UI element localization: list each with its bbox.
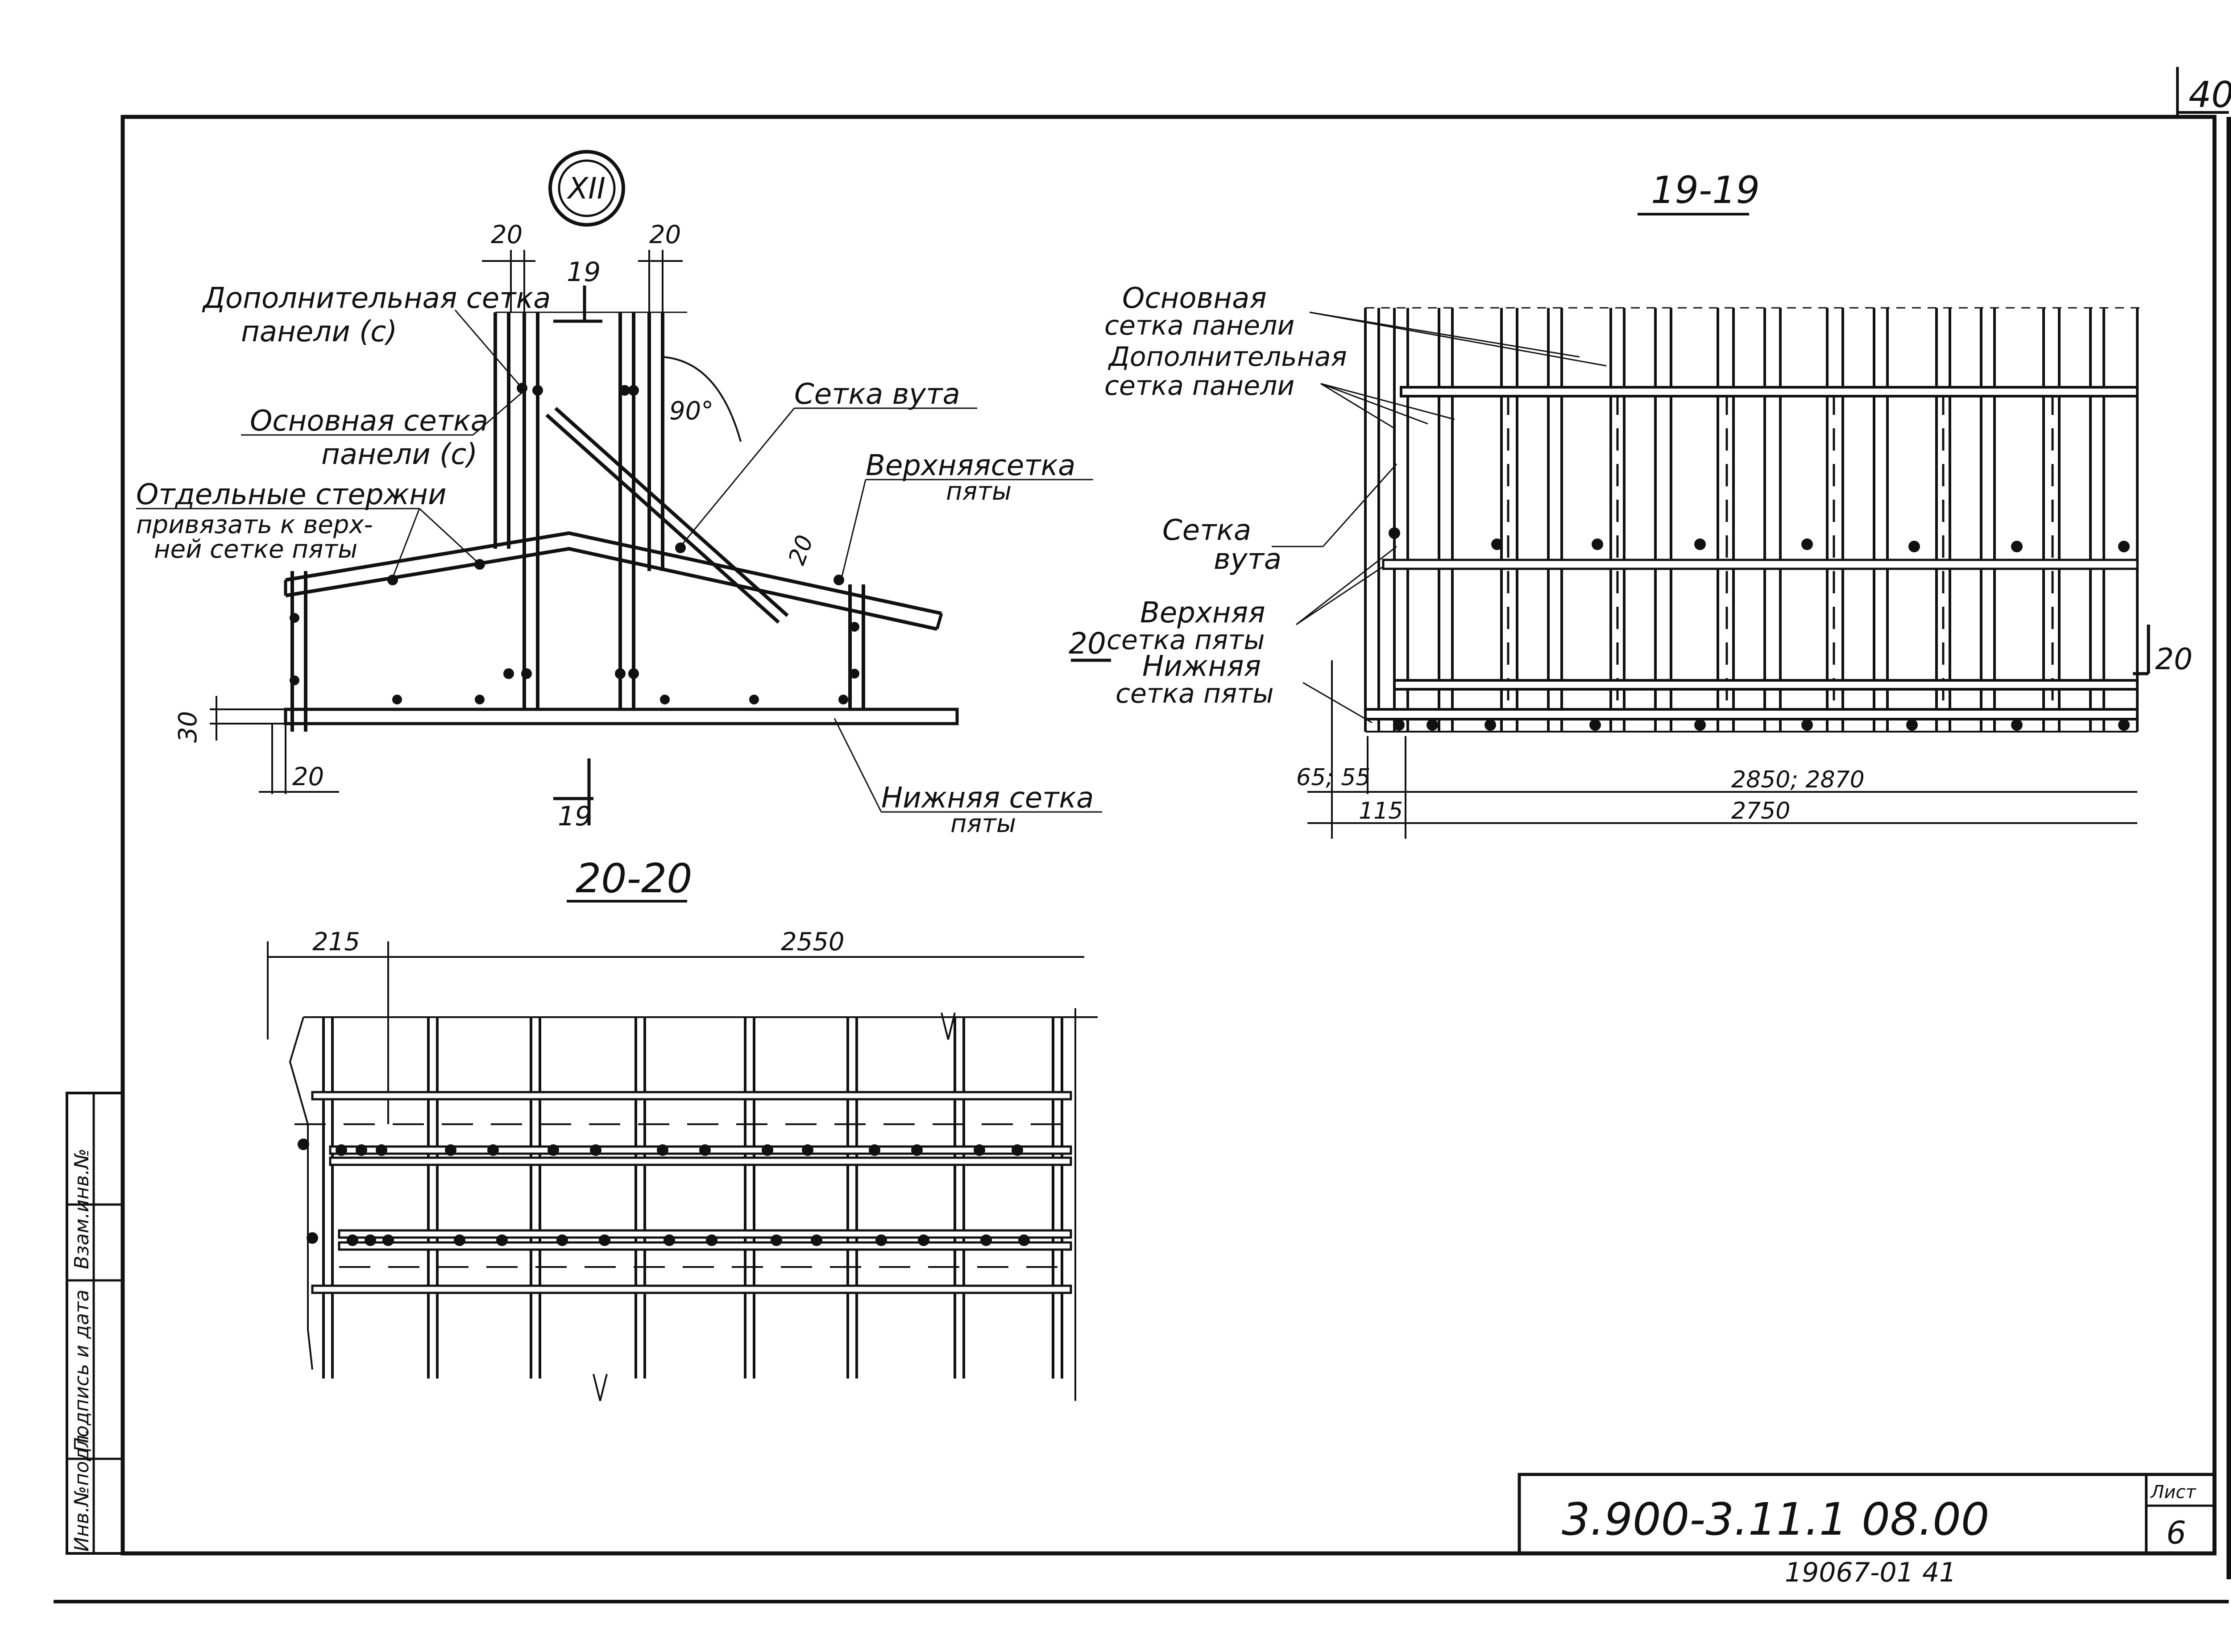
mesh-bars-20: [322, 1017, 1063, 1379]
label-stergni-3: ней сетке пяты: [154, 535, 357, 564]
section-20-20: 20-20 215 2550: [267, 855, 1098, 1401]
dim-2550: 2550: [781, 927, 845, 956]
label-osn-1: Основная: [1122, 282, 1267, 315]
label-dop-2: сетка панели: [1104, 370, 1294, 402]
label-verh-19-1: Верхняя: [1140, 596, 1265, 629]
dim-bottom-20: 20: [292, 762, 324, 791]
dim-215: 215: [312, 927, 360, 956]
label-vuta: Сетка вута: [794, 378, 960, 411]
designation-code: 3.900-3.11.1 08.00: [1562, 1493, 1990, 1545]
dim-115: 115: [1359, 798, 1403, 824]
label-verh-2: пяты: [946, 477, 1012, 506]
cut-19-top: 19: [567, 257, 601, 288]
dim-left-20: 20: [491, 220, 523, 249]
stamp-vzam-inv: Взам.инв.№: [70, 1148, 93, 1269]
section-20-title: 20-20: [576, 855, 693, 902]
section-19-19: 19-19: [1069, 168, 2193, 839]
label-osn-setka-1: Основная сетка: [250, 405, 488, 438]
dim-30: 30: [174, 711, 203, 743]
section-19-title: 19-19: [1651, 168, 1760, 212]
detail-marker-label: XII: [567, 171, 605, 206]
detail-marker-circle: [548, 150, 625, 227]
label-nizh-19-1: Нижняя: [1142, 650, 1261, 683]
sheet-number: 6: [2166, 1515, 2186, 1551]
cut-20-right: 20: [2155, 642, 2193, 676]
sheet-frame: 40: [54, 67, 2231, 1603]
sheet-label: Лист: [2150, 1482, 2197, 1503]
archive-number: 19067-01 41: [1785, 1557, 1956, 1588]
dim-2750: 2750: [1731, 798, 1790, 824]
label-nizh-1: Нижняя сетка: [881, 782, 1094, 815]
cut-19-bottom: 19: [558, 801, 592, 832]
rebar-dots-20: [298, 1139, 1030, 1246]
title-block: 3.900-3.11.1 08.00 Лист 6 19067-01 41: [1518, 1473, 2216, 1588]
stamp-podpis-data: Подпись и дата: [70, 1290, 93, 1452]
label-nizh-19-2: сетка пяты: [1116, 678, 1274, 709]
angle-90: 90°: [669, 397, 713, 426]
label-nizh-2: пяты: [950, 809, 1016, 838]
dim-slope-20: 20: [784, 532, 819, 569]
label-vuta-2: вута: [1214, 543, 1281, 576]
dim-2850: 2850; 2870: [1731, 766, 1865, 793]
label-dop-setka-2: панели (с): [241, 315, 397, 348]
stamp-inv-no-podl: Инв.№подл.: [70, 1428, 93, 1552]
side-stamp: Взам.инв.№ Подпись и дата Инв.№подл.: [66, 1092, 124, 1555]
label-osn-2: сетка панели: [1104, 310, 1294, 341]
label-dop-1: Дополнительная: [1107, 341, 1347, 373]
label-osn-setka-2: панели (с): [321, 438, 477, 471]
cut-20-left: 20: [1069, 626, 1106, 661]
dashed-bars-19: [1507, 393, 2054, 714]
detail-xii: XII: [136, 150, 1102, 838]
label-dop-setka-1: Дополнительная сетка: [202, 282, 551, 315]
label-stergni-1: Отдельные стержни: [136, 478, 447, 511]
label-stergni-2: привязать к верх-: [136, 510, 373, 539]
label-vuta-1: Сетка: [1162, 514, 1251, 547]
label-verh-1: Верхняясетка: [866, 449, 1075, 482]
panel-mesh-bars-19: [1364, 308, 2139, 732]
rebar-dots-xii: [290, 383, 859, 704]
rebar-dots-19: [1389, 527, 2130, 731]
dim-right-20: 20: [649, 220, 681, 249]
dim-65-55: 65; 55: [1296, 764, 1370, 791]
corner-sheet-number: 40: [2189, 74, 2231, 116]
label-verh-19-2: сетка пяты: [1107, 625, 1265, 656]
